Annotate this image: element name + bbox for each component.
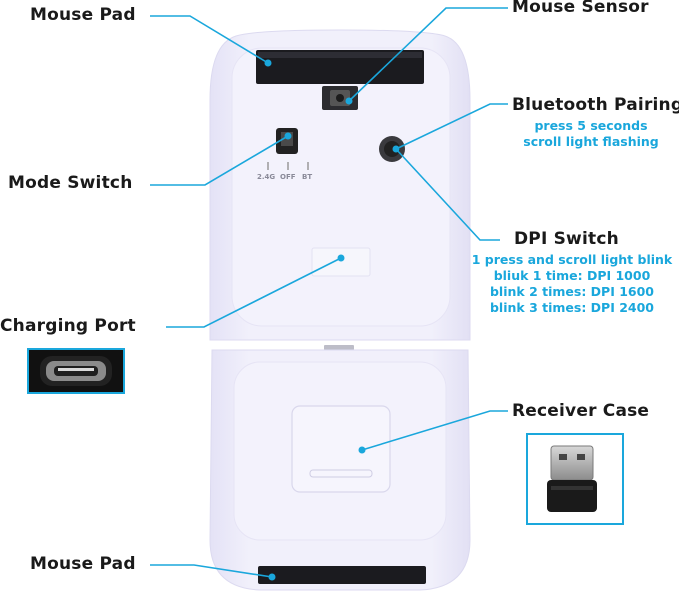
bluetooth-note-2: scroll light flashing: [523, 134, 659, 149]
dpi-note-1: 1 press and scroll light blink: [471, 252, 673, 267]
upper-panel: [231, 47, 451, 327]
dpi-note-2: bliuk 1 time: DPI 1000: [493, 268, 651, 283]
dpi-notes: 1 press and scroll light blink bliuk 1 t…: [466, 252, 678, 316]
switch-pos-off: OFF: [280, 173, 296, 181]
mouse-pad-top-shape: [256, 50, 424, 84]
label-dpi-switch: DPI Switch: [514, 229, 619, 249]
dpi-note-4: blink 3 times: DPI 2400: [489, 300, 654, 315]
bluetooth-notes: press 5 seconds scroll light flashing: [516, 118, 666, 150]
charging-area-shape: [311, 247, 371, 277]
leader-mouse-pad-top: [150, 15, 269, 64]
leader-receiver-case: [361, 410, 508, 451]
label-mouse-sensor: Mouse Sensor: [512, 0, 649, 17]
label-mouse-pad-top: Mouse Pad: [30, 5, 136, 25]
hinge: [324, 345, 354, 350]
leader-mouse-pad-bottom: [150, 564, 273, 578]
leader-bluetooth: [395, 103, 508, 150]
bluetooth-note-1: press 5 seconds: [534, 118, 648, 133]
label-mouse-pad-bottom: Mouse Pad: [30, 554, 136, 574]
mouse-pad-bottom-shape: [258, 566, 426, 584]
receiver-lid-shape: [291, 405, 391, 493]
switch-pos-24g: 2.4G: [257, 173, 276, 181]
leader-charging-port: [166, 257, 342, 328]
leader-dpi: [395, 148, 500, 241]
leader-mode-switch: [150, 135, 289, 186]
switch-pos-bt: BT: [302, 173, 313, 181]
label-receiver-case: Receiver Case: [512, 401, 650, 421]
label-bluetooth-pairing: Bluetooth Pairing: [512, 95, 679, 115]
label-charging-port: Charging Port: [0, 316, 136, 336]
label-mode-switch: Mode Switch: [8, 173, 133, 193]
leader-mouse-sensor: [348, 7, 508, 102]
dpi-note-3: blink 2 times: DPI 1600: [489, 284, 654, 299]
